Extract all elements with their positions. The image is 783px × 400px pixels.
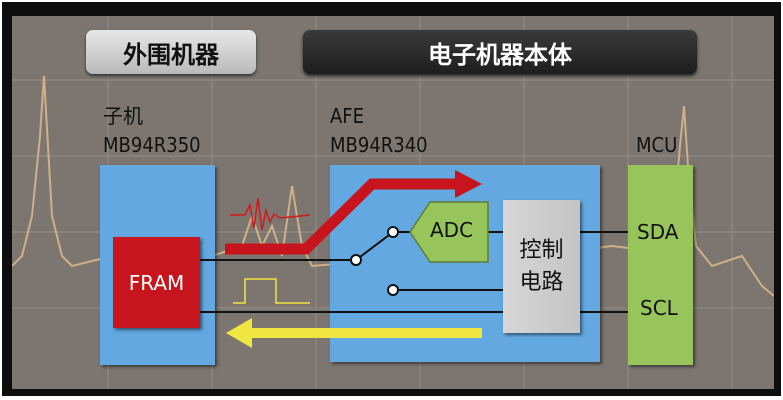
- afe-title: AFE: [330, 104, 365, 128]
- sda-pin: SDA: [637, 220, 679, 244]
- device-body-label: 电子机器本体: [303, 30, 697, 74]
- slave-part: MB94R350: [103, 133, 201, 157]
- switch-terminal: [387, 284, 399, 296]
- afe-part: MB94R340: [330, 133, 428, 157]
- adc-block: [409, 201, 489, 263]
- scl-pin: SCL: [640, 296, 678, 320]
- mcu-title: MCU: [636, 133, 678, 157]
- red-arrowhead: [455, 170, 482, 198]
- switch-terminal: [387, 226, 399, 238]
- pulse-waveform: [233, 278, 310, 304]
- yellow-arrowhead: [226, 318, 252, 348]
- peripheral-device-label: 外围机器: [86, 30, 256, 74]
- slave-title: 子机: [103, 104, 143, 128]
- red-signal-arrow: [225, 178, 458, 255]
- fram-block: FRAM: [113, 237, 200, 328]
- switch-terminal: [350, 254, 362, 266]
- adc-label: ADC: [430, 218, 474, 242]
- switch-lever: [355, 231, 394, 261]
- control-label-1: 控制: [519, 237, 564, 263]
- noise-waveform: [230, 197, 311, 231]
- control-label-2: 电路: [519, 269, 564, 295]
- control-circuit: 控制电路: [503, 200, 580, 333]
- mcu-chip: [628, 165, 693, 365]
